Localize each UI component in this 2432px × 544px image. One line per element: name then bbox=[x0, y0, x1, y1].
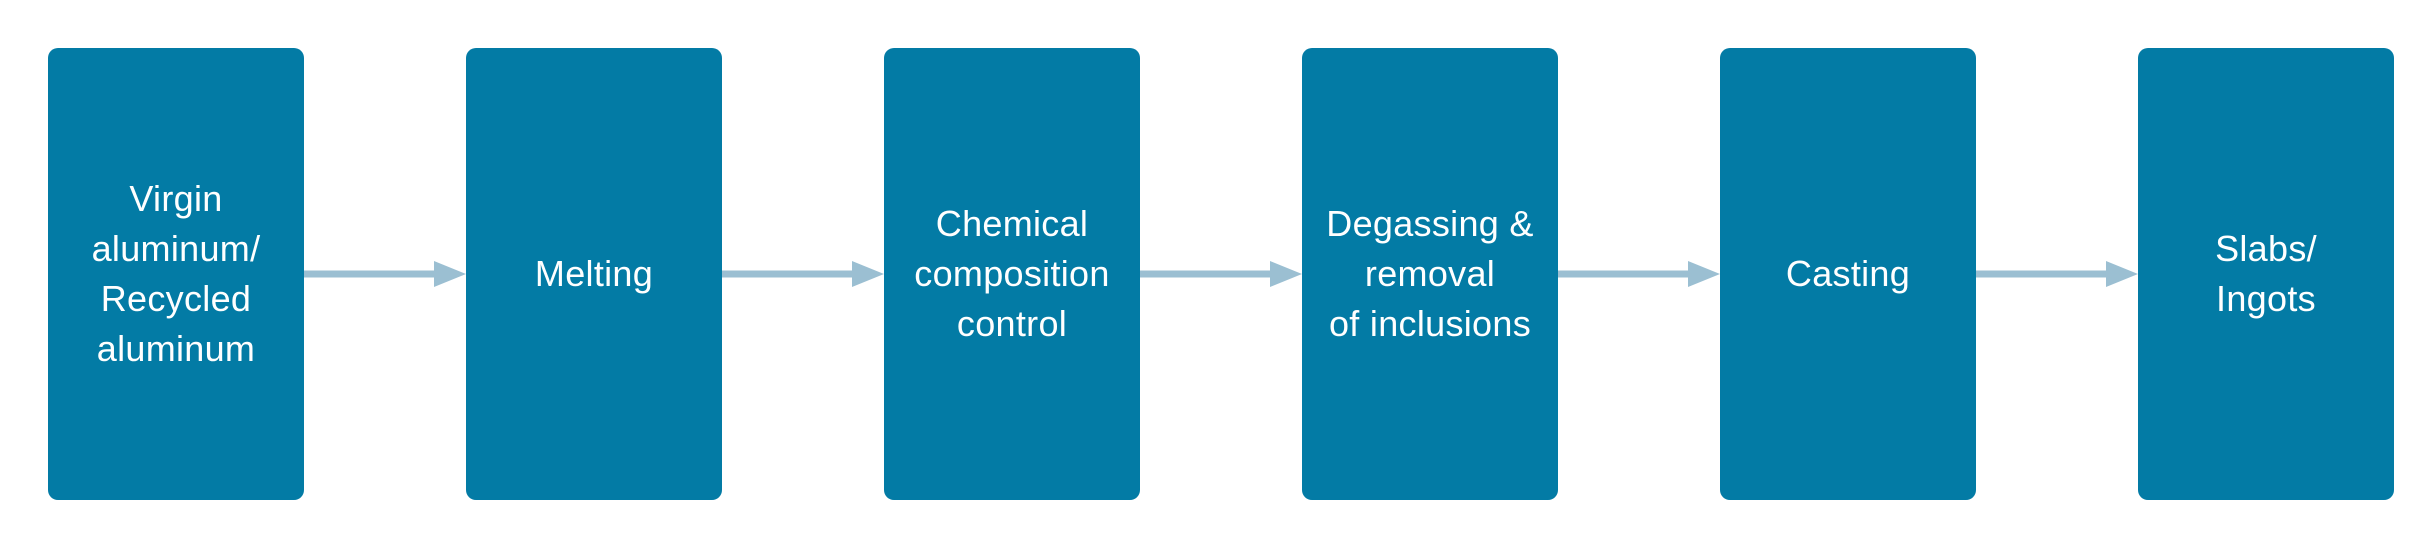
step-melting: Melting bbox=[466, 48, 722, 500]
step-virgin-recycled-aluminum: Virgin aluminum/ Recycled aluminum bbox=[48, 48, 304, 500]
step-label: Casting bbox=[1785, 253, 1911, 294]
arrow-right-icon bbox=[722, 261, 884, 287]
step-label: Chemical composition control bbox=[914, 203, 1110, 344]
step-label: Virgin aluminum/ Recycled aluminum bbox=[91, 178, 261, 369]
step-degassing-removal-inclusions: Degassing & removal of inclusions bbox=[1302, 48, 1558, 500]
step-chemical-composition-control: Chemical composition control bbox=[884, 48, 1140, 500]
step-casting: Casting bbox=[1720, 48, 1976, 500]
step-slabs-ingots: Slabs/ Ingots bbox=[2138, 48, 2394, 500]
step-label: Slabs/ Ingots bbox=[2215, 228, 2317, 319]
arrow-right-icon bbox=[1558, 261, 1720, 287]
step-label: Degassing & removal of inclusions bbox=[1326, 203, 1534, 344]
arrow-right-icon bbox=[1976, 261, 2138, 287]
arrow-right-icon bbox=[1140, 261, 1302, 287]
arrow-right-icon bbox=[304, 261, 466, 287]
step-label: Melting bbox=[534, 253, 654, 294]
